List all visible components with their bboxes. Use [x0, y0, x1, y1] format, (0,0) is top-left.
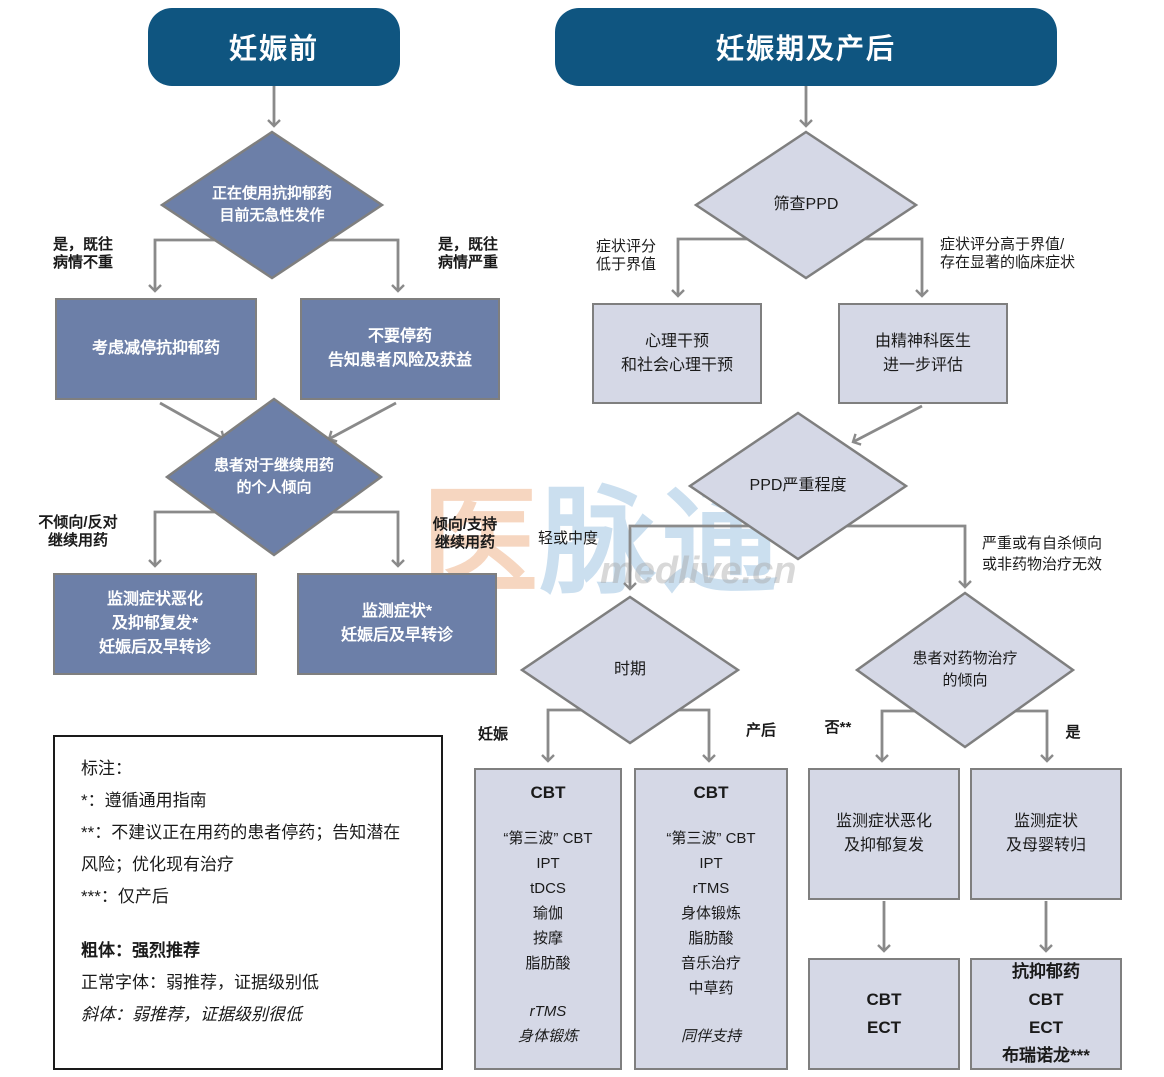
edge-label-score-below-cutoff: 症状评分 低于界值: [595, 238, 656, 273]
edge-label-severe-suicidal: 严重或有自杀倾向 或非药物治疗无效: [982, 535, 1103, 573]
edge-label-postpartum: 产后: [745, 722, 776, 739]
arrow-period-to-options-pregnancy: [541, 708, 583, 763]
decision-ppd-severity-label: PPD严重程度: [749, 477, 847, 494]
legend-note-1: *：遵循通用指南: [81, 791, 207, 810]
legend-bold-key: 粗体：强烈推荐: [81, 941, 200, 960]
decision-period-diamond: [519, 595, 741, 745]
arrow-severity-to-period: [623, 524, 749, 591]
decision-ppd-severity-diamond: [687, 411, 909, 561]
arrow-med-pref-to-monitor-outcomes: [1015, 709, 1054, 763]
box-psychosocial-intervention: 心理干预 和社会心理干预: [592, 303, 762, 404]
header-pregnancy-postpartum: 妊娠期及产后: [555, 8, 1057, 86]
options-pregnancy-strong: CBT: [530, 783, 566, 802]
box-treatment-with-meds: 抗抑郁药 CBT ECT 布瑞诺龙***: [970, 958, 1122, 1070]
edge-label-support-continuing: 倾向/支持 继续用药: [432, 516, 498, 551]
legend-box: 标注： *：遵循通用指南 **：不建议正在用药的患者停药；告知潜在风险；优化现有…: [53, 735, 443, 1070]
arrow-severity-to-med-pref: [847, 524, 972, 589]
arrow-screen-to-psychiatrist: [864, 237, 929, 298]
options-postpartum-weak: “第三波” CBT IPT rTMS 身体锻炼 脂肪酸 音乐治疗 中草药: [666, 830, 756, 997]
box-monitor-relapse: 监测症状恶化 及抑郁复发* 妊娠后及早转诊: [53, 573, 257, 675]
decision-med-preference-label: 患者对药物治疗 的倾向: [912, 650, 1018, 689]
decision-med-preference-diamond: [854, 591, 1076, 749]
box-treatment-no-meds: CBT ECT: [808, 958, 960, 1070]
box-options-postpartum: CBT “第三波” CBT IPT rTMS 身体锻炼 脂肪酸 音乐治疗 中草药…: [634, 768, 788, 1070]
box-monitor-outcomes: 监测症状 及母婴转归: [970, 768, 1122, 900]
box-options-pregnancy: CBT “第三波” CBT IPT tDCS 瑜伽 按摩 脂肪酸 rTMS 身体…: [474, 768, 622, 1070]
edge-label-mild-moderate: 轻或中度: [537, 530, 598, 547]
box-monitor-symptoms: 监测症状* 妊娠后及早转诊: [297, 573, 497, 675]
edge-label-yes-meds: 是: [1065, 724, 1081, 741]
edge-label-no-meds: 否**: [824, 719, 852, 736]
decision-screen-ppd-diamond: [693, 130, 919, 280]
arrow-screen-to-psychosocial: [671, 237, 748, 298]
legend-normal-key: 正常字体：弱推荐，证据级别低: [81, 973, 319, 992]
edge-label-score-above-cutoff: 症状评分高于界值/ 存在显著的临床症状: [940, 236, 1076, 271]
box-psychiatrist-assessment: 由精神科医生 进一步评估: [838, 303, 1008, 404]
arrow-no-stop-to-preference: [327, 401, 397, 443]
edge-label-history-mild: 是，既往 病情不重: [52, 236, 113, 271]
options-postpartum-very-weak: 同伴支持: [680, 1028, 741, 1045]
arrow-preference-to-monitor-relapse: [148, 510, 215, 568]
decision-screen-ppd-label: 筛查PPD: [773, 196, 839, 213]
options-postpartum-strong: CBT: [693, 783, 729, 802]
legend-note-3: ***：仅产后: [81, 887, 169, 906]
edge-label-against-continuing: 不倾向/反对 继续用药: [38, 514, 118, 549]
legend-title: 标注：: [81, 759, 132, 778]
box-monitor-worsening: 监测症状恶化 及抑郁复发: [808, 768, 960, 900]
arrow-med-pref-to-monitor-worsening: [875, 709, 915, 763]
decision-period-label: 时期: [613, 661, 646, 678]
legend-note-2: **：不建议正在用药的患者停药；告知潜在风险；优化现有治疗: [81, 823, 401, 874]
decision-preference-label: 患者对于继续用药 的个人倾向: [213, 457, 334, 496]
edge-label-pregnancy: 妊娠: [477, 726, 508, 743]
decision-antidepressant-label: 正在使用抗抑郁药 目前无急性发作: [211, 185, 332, 224]
header-pre-pregnancy: 妊娠前: [148, 8, 400, 86]
box-do-not-stop: 不要停药 告知患者风险及获益: [300, 298, 500, 400]
options-pregnancy-very-weak: rTMS 身体锻炼: [517, 1003, 578, 1045]
box-consider-taper: 考虑减停抗抑郁药: [55, 298, 257, 400]
arrow-taper-to-preference: [159, 401, 226, 443]
decision-preference-diamond: [164, 397, 384, 557]
arrow-period-to-options-postpartum: [679, 708, 716, 763]
arrow-psychiatrist-to-severity: [851, 404, 923, 446]
legend-italic-key: 斜体：弱推荐，证据级别很低: [81, 1005, 302, 1024]
options-pregnancy-weak: “第三波” CBT IPT tDCS 瑜伽 按摩 脂肪酸: [503, 830, 593, 972]
arrow-preference-to-monitor-symptoms: [333, 510, 405, 568]
decision-antidepressant-diamond: [159, 130, 385, 280]
edge-label-history-severe: 是，既往 病情严重: [437, 236, 498, 271]
arrow-decision-to-taper: [148, 238, 215, 293]
arrow-decision-to-no-stop: [329, 238, 405, 293]
